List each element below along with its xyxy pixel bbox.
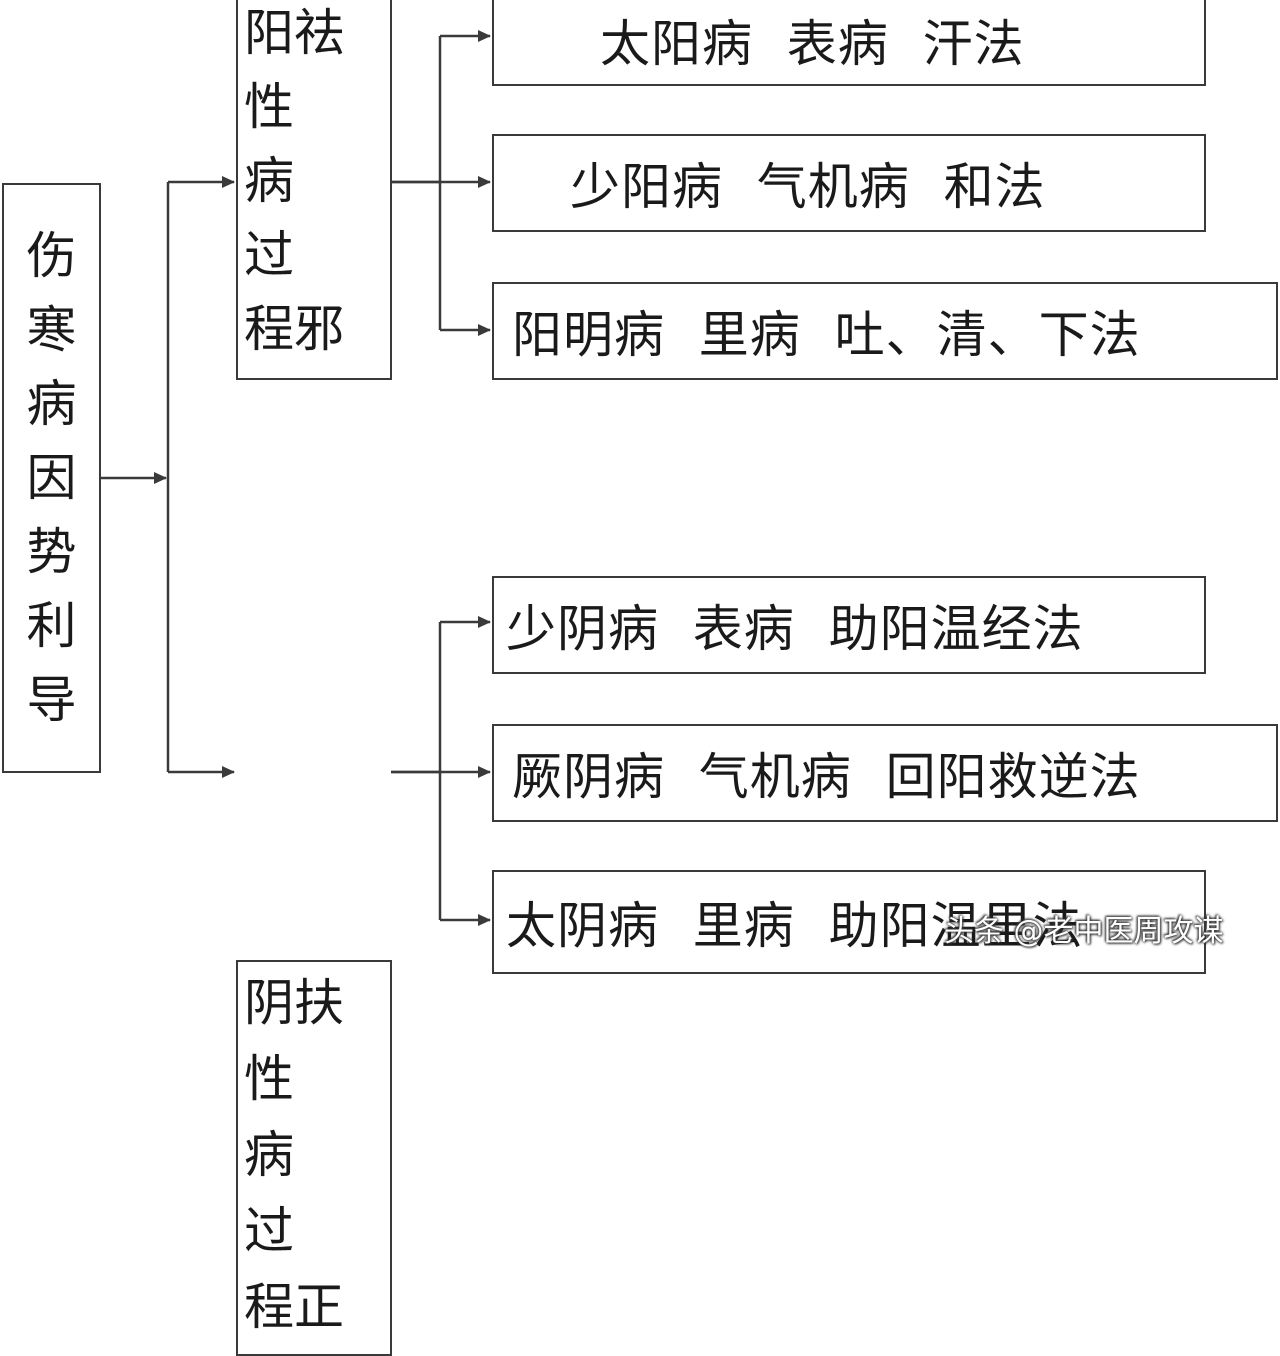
mid-line: 阳祛 (244, 4, 344, 62)
leaf-node-upper-3: 阳明病 里病 吐、清、下法 (492, 282, 1278, 380)
root-char: 因 (26, 449, 77, 507)
mid-line: 性 (244, 78, 294, 136)
watermark-text: 头条 @老中医周攻谋 (944, 914, 1224, 949)
leaf-node-lower-2: 厥阴病 气机病 回阳救逆法 (492, 724, 1278, 822)
mid-line: 程正 (244, 1278, 344, 1336)
mid-node-upper: 阳祛 性 病 过 程邪 (236, 0, 392, 380)
leaf-text: 厥阴病 气机病 回阳救逆法 (512, 748, 1141, 806)
mid-line: 程邪 (244, 300, 344, 358)
leaf-text: 太阳病 表病 汗法 (600, 15, 1025, 73)
root-char: 利 (26, 597, 77, 655)
mid-line: 病 (244, 1126, 294, 1184)
leaf-text: 阳明病 里病 吐、清、下法 (512, 306, 1141, 364)
leaf-node-lower-1: 少阴病 表病 助阳温经法 (492, 576, 1206, 674)
mid-line: 过 (244, 226, 294, 284)
root-char: 势 (26, 523, 77, 581)
leaf-node-upper-1: 太阳病 表病 汗法 (492, 0, 1206, 86)
leaf-node-lower-3: 太阴病 里病 助阳温里法 (492, 870, 1206, 974)
leaf-text: 少阴病 表病 助阳温经法 (506, 600, 1084, 658)
root-node: 伤 寒 病 因 势 利 导 (2, 183, 101, 773)
root-char: 寒 (26, 301, 77, 359)
mid-node-lower: 阴扶 性 病 过 程正 (236, 960, 392, 1356)
mid-line: 性 (244, 1050, 294, 1108)
mid-line: 过 (244, 1202, 294, 1260)
mid-line: 病 (244, 152, 294, 210)
root-char: 导 (26, 671, 77, 729)
root-char: 病 (26, 375, 77, 433)
mid-line: 阴扶 (244, 974, 344, 1032)
connector-lines (100, 30, 491, 926)
root-char: 伤 (26, 227, 77, 285)
leaf-node-upper-2: 少阳病 气机病 和法 (492, 134, 1206, 232)
leaf-text: 少阳病 气机病 和法 (570, 158, 1046, 216)
leaf-text: 太阴病 里病 助阳温里法 (506, 897, 1084, 955)
